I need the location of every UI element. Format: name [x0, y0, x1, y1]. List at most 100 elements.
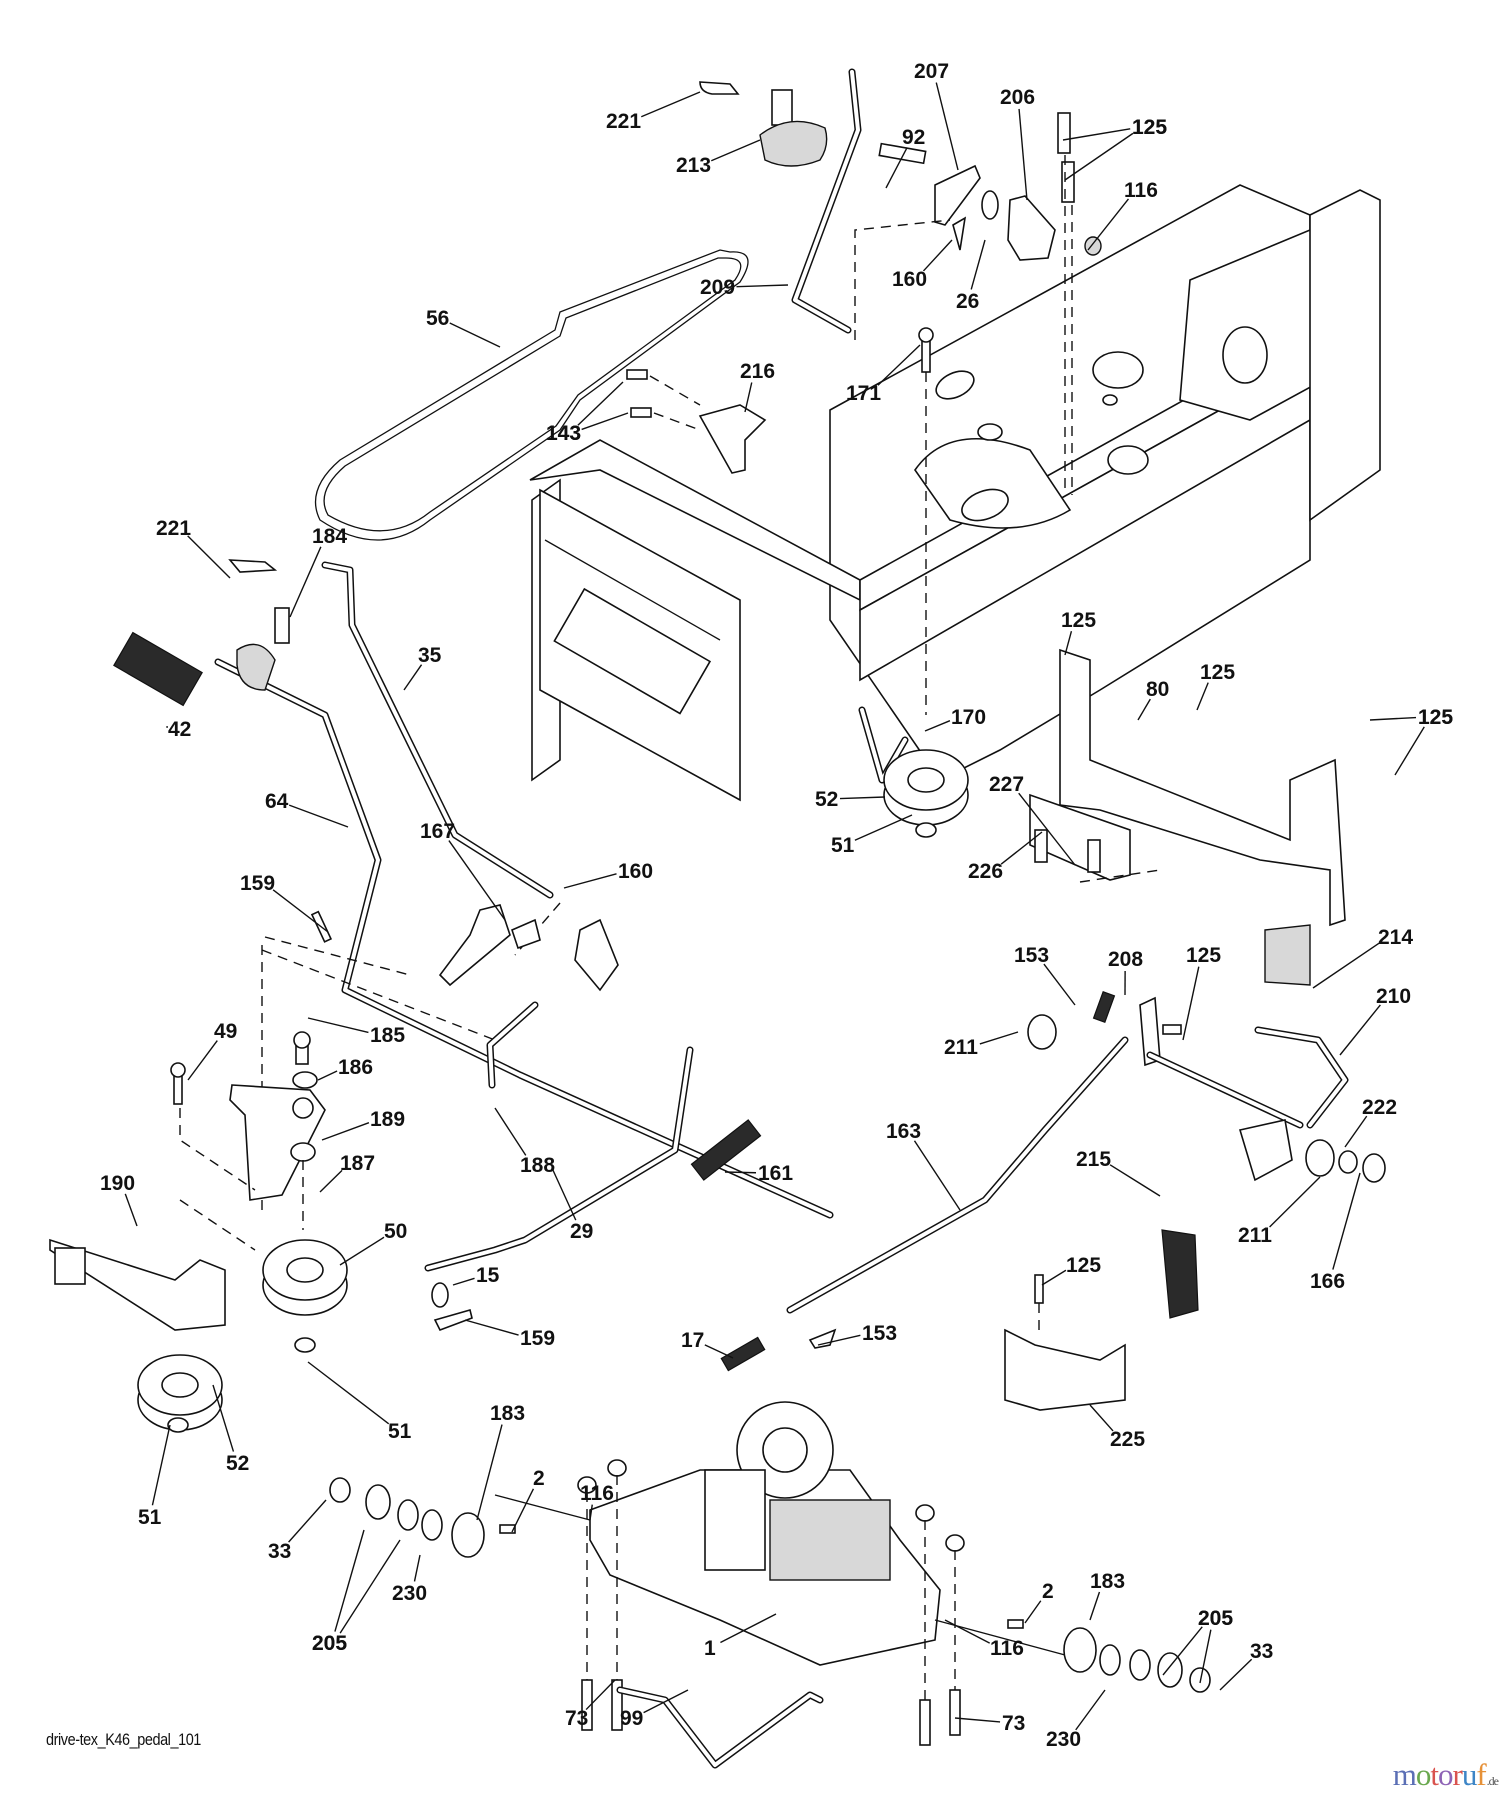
- part-label-92[interactable]: 92: [902, 126, 925, 149]
- part-label-2b[interactable]: 2: [1042, 1580, 1054, 1603]
- part-label-125h[interactable]: 125: [1418, 706, 1453, 729]
- part-label-35[interactable]: 35: [418, 644, 442, 667]
- part-label-73b[interactable]: 73: [1002, 1712, 1025, 1735]
- leader-line-206: [1018, 108, 1028, 201]
- part-label-205d[interactable]: 205: [1198, 1607, 1233, 1630]
- part-label-51b[interactable]: 51: [388, 1420, 412, 1443]
- part-label-225[interactable]: 225: [1110, 1428, 1145, 1451]
- part-label-170[interactable]: 170: [951, 706, 986, 729]
- part-label-167[interactable]: 167: [420, 820, 455, 843]
- leader-line-221b: [187, 535, 231, 579]
- leader-line-163: [913, 1140, 961, 1211]
- part-label-205b[interactable]: 205: [312, 1632, 347, 1655]
- part-label-221b[interactable]: 221: [156, 517, 191, 540]
- part-label-52a[interactable]: 52: [815, 788, 838, 811]
- part-label-33a[interactable]: 33: [268, 1540, 291, 1563]
- part-label-26[interactable]: 26: [956, 290, 979, 313]
- part-label-209[interactable]: 209: [700, 276, 735, 299]
- leader-line-50: [339, 1236, 385, 1266]
- part-label-159a[interactable]: 159: [240, 872, 275, 895]
- part-label-226[interactable]: 226: [968, 860, 1003, 883]
- part-label-49[interactable]: 49: [214, 1020, 237, 1043]
- part-label-64[interactable]: 64: [265, 790, 289, 813]
- part-label-73a[interactable]: 73: [565, 1707, 588, 1730]
- part-label-125a[interactable]: 125: [1132, 116, 1167, 139]
- part-label-1[interactable]: 1: [704, 1637, 716, 1660]
- part-label-161[interactable]: 161: [758, 1162, 793, 1185]
- brake-pedal-assembly: [1027, 924, 1386, 1319]
- part-label-171[interactable]: 171: [846, 382, 881, 405]
- leader-line-221: [640, 91, 701, 118]
- part-label-116b[interactable]: 116: [580, 1482, 614, 1505]
- part-label-160b[interactable]: 160: [618, 860, 653, 883]
- part-label-125b[interactable]: 125: [1132, 116, 1167, 139]
- part-label-17[interactable]: 17: [681, 1329, 704, 1352]
- leader-line-125h: [1394, 726, 1425, 776]
- leader-line-207: [935, 82, 959, 171]
- part-label-51c[interactable]: 51: [138, 1506, 162, 1529]
- part-label-185[interactable]: 185: [370, 1024, 405, 1047]
- part-label-188[interactable]: 188: [520, 1154, 555, 1177]
- part-label-206[interactable]: 206: [1000, 86, 1035, 109]
- part-label-159b[interactable]: 159: [520, 1327, 555, 1350]
- leader-line-92: [885, 147, 908, 189]
- part-label-56[interactable]: 56: [426, 307, 449, 330]
- part-label-52b[interactable]: 52: [226, 1452, 249, 1475]
- part-label-42[interactable]: 42: [168, 718, 191, 741]
- part-label-215[interactable]: 215: [1076, 1148, 1111, 1171]
- part-label-227[interactable]: 227: [989, 773, 1024, 796]
- part-label-51a[interactable]: 51: [831, 834, 855, 857]
- part-label-184[interactable]: 184: [312, 525, 347, 548]
- part-label-125g[interactable]: 125: [1418, 706, 1453, 729]
- part-label-15[interactable]: 15: [476, 1264, 500, 1287]
- part-label-211b[interactable]: 211: [1238, 1224, 1272, 1247]
- part-label-125d[interactable]: 125: [1066, 1254, 1101, 1277]
- part-label-210[interactable]: 210: [1376, 985, 1411, 1008]
- part-label-207[interactable]: 207: [914, 60, 949, 83]
- part-label-116a[interactable]: 116: [1124, 179, 1158, 202]
- part-label-33b[interactable]: 33: [1250, 1640, 1273, 1663]
- part-label-214[interactable]: 214: [1378, 926, 1413, 949]
- part-label-205a[interactable]: 205: [312, 1632, 347, 1655]
- part-label-153a[interactable]: 153: [1014, 944, 1049, 967]
- part-label-125c[interactable]: 125: [1186, 944, 1221, 967]
- part-label-216[interactable]: 216: [740, 360, 775, 383]
- part-label-125e[interactable]: 125: [1061, 609, 1096, 632]
- leader-line-125d: [1041, 1269, 1067, 1286]
- part-label-186[interactable]: 186: [338, 1056, 373, 1079]
- brand-letter: m: [1392, 1757, 1417, 1792]
- part-label-189[interactable]: 189: [370, 1108, 405, 1131]
- part-label-211a[interactable]: 211: [944, 1036, 978, 1059]
- part-label-183a[interactable]: 183: [490, 1402, 525, 1425]
- part-label-230a[interactable]: 230: [392, 1582, 427, 1605]
- part-label-80[interactable]: 80: [1146, 678, 1169, 701]
- part-label-222[interactable]: 222: [1362, 1096, 1397, 1119]
- part-label-190[interactable]: 190: [100, 1172, 135, 1195]
- part-label-221[interactable]: 221: [606, 110, 641, 133]
- part-label-153b[interactable]: 153: [862, 1322, 897, 1345]
- part-label-116c[interactable]: 116: [990, 1637, 1024, 1660]
- brand-letter: u: [1461, 1757, 1477, 1792]
- leader-line-125g: [1369, 716, 1417, 721]
- part-label-230b[interactable]: 230: [1046, 1728, 1081, 1751]
- part-label-160a[interactable]: 160: [892, 268, 927, 291]
- part-label-183b[interactable]: 183: [1090, 1570, 1125, 1593]
- leader-line-171: [877, 344, 921, 386]
- part-label-125f[interactable]: 125: [1200, 661, 1235, 684]
- part-label-143b[interactable]: 143: [546, 422, 581, 445]
- part-label-50[interactable]: 50: [384, 1220, 407, 1243]
- part-label-2a[interactable]: 2: [533, 1467, 545, 1490]
- part-label-213[interactable]: 213: [676, 154, 711, 177]
- part-label-166[interactable]: 166: [1310, 1270, 1345, 1293]
- leader-line-73b: [954, 1717, 1001, 1723]
- axle-hardware-right: [1007, 1619, 1211, 1693]
- part-label-187[interactable]: 187: [340, 1152, 375, 1175]
- part-label-163[interactable]: 163: [886, 1120, 921, 1143]
- part-label-99[interactable]: 99: [620, 1707, 643, 1730]
- part-label-208[interactable]: 208: [1108, 948, 1143, 971]
- leader-line-213: [711, 139, 761, 162]
- lift-rod: [791, 68, 862, 334]
- part-label-29[interactable]: 29: [570, 1220, 593, 1243]
- part-label-143a[interactable]: 143: [546, 422, 581, 445]
- part-label-205c[interactable]: 205: [1198, 1607, 1233, 1630]
